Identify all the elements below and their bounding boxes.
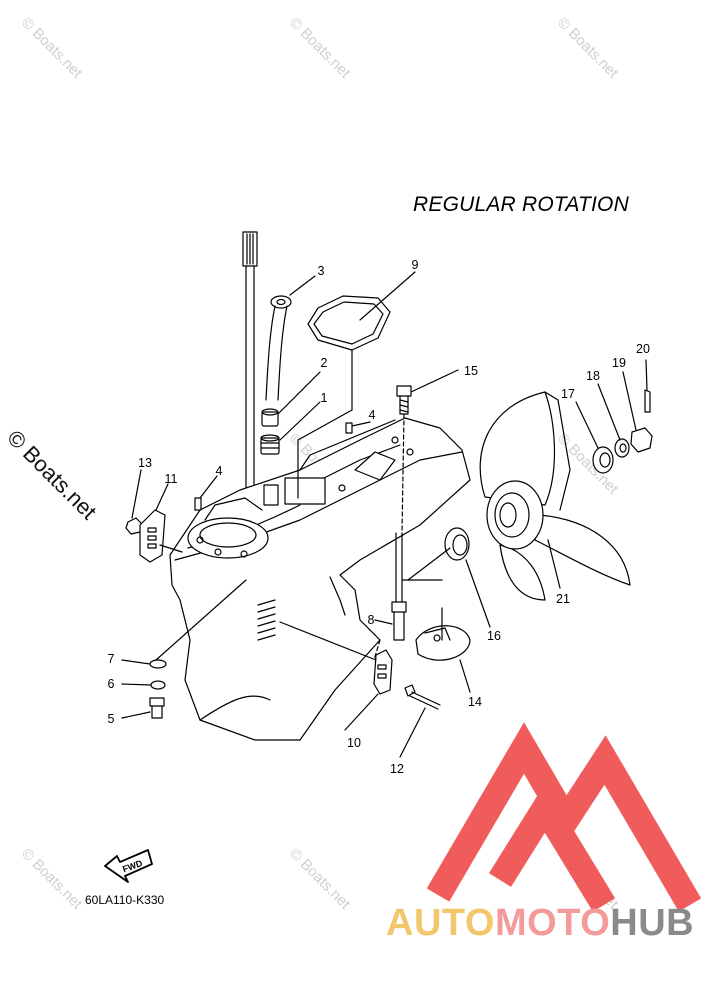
trim-anode bbox=[415, 625, 471, 661]
callout-label: 2 bbox=[321, 356, 328, 370]
washer-6 bbox=[150, 680, 166, 690]
callout-label: 12 bbox=[390, 762, 404, 776]
bolt-15 bbox=[396, 385, 412, 415]
callout-label: 7 bbox=[108, 652, 115, 666]
tube-seal bbox=[260, 408, 280, 455]
callout-label: 8 bbox=[368, 613, 375, 627]
callout-label: 18 bbox=[586, 369, 600, 383]
brand-logo: AUTOMOTOHUB bbox=[386, 902, 694, 945]
part-code-label: 60LA110-K330 bbox=[85, 893, 165, 907]
thrust-spacer bbox=[444, 527, 470, 561]
washer-7 bbox=[149, 659, 167, 669]
bolt-5 bbox=[149, 697, 165, 719]
callout-label: 19 bbox=[612, 356, 626, 370]
brand-auto: AUTO bbox=[386, 902, 495, 944]
callout-label: 6 bbox=[108, 677, 115, 691]
callout-label: 3 bbox=[318, 264, 325, 278]
prop-hardware bbox=[592, 389, 653, 474]
leader-lines bbox=[121, 271, 648, 758]
gasket bbox=[307, 295, 391, 351]
lower-casing bbox=[169, 417, 471, 741]
brand-hub: HUB bbox=[610, 902, 695, 944]
callout-label: 5 bbox=[108, 712, 115, 726]
brand-moto: MOTO bbox=[494, 902, 611, 944]
callout-numbers: 1 2 3 4 4 5 6 7 8 9 10 11 12 13 14 15 16… bbox=[108, 258, 650, 776]
callout-label: 13 bbox=[138, 456, 152, 470]
propeller bbox=[479, 391, 631, 601]
callout-label: 1 bbox=[321, 391, 328, 405]
callout-label: 9 bbox=[412, 258, 419, 272]
fwd-arrow-icon: FWD bbox=[104, 849, 153, 883]
callout-label: 11 bbox=[165, 472, 178, 486]
alignment-lines bbox=[373, 413, 405, 661]
callout-label: 14 bbox=[468, 695, 482, 709]
bolt-12 bbox=[404, 684, 441, 710]
callout-label: 15 bbox=[464, 364, 478, 378]
callout-label: 20 bbox=[636, 342, 650, 356]
callout-label: 10 bbox=[347, 736, 361, 750]
callout-label: 4 bbox=[216, 464, 223, 478]
callout-label: 21 bbox=[556, 592, 570, 606]
bolt-8 bbox=[391, 532, 407, 641]
anode-11 bbox=[139, 509, 166, 563]
water-tube bbox=[265, 295, 292, 401]
drive-shaft bbox=[242, 231, 258, 491]
dowel-pin bbox=[194, 422, 353, 511]
callout-label: 4 bbox=[369, 408, 376, 422]
callout-label: 16 bbox=[487, 629, 501, 643]
anode-10 bbox=[373, 649, 393, 695]
callout-label: 17 bbox=[561, 387, 575, 401]
diagram-heading: REGULAR ROTATION bbox=[413, 193, 629, 216]
